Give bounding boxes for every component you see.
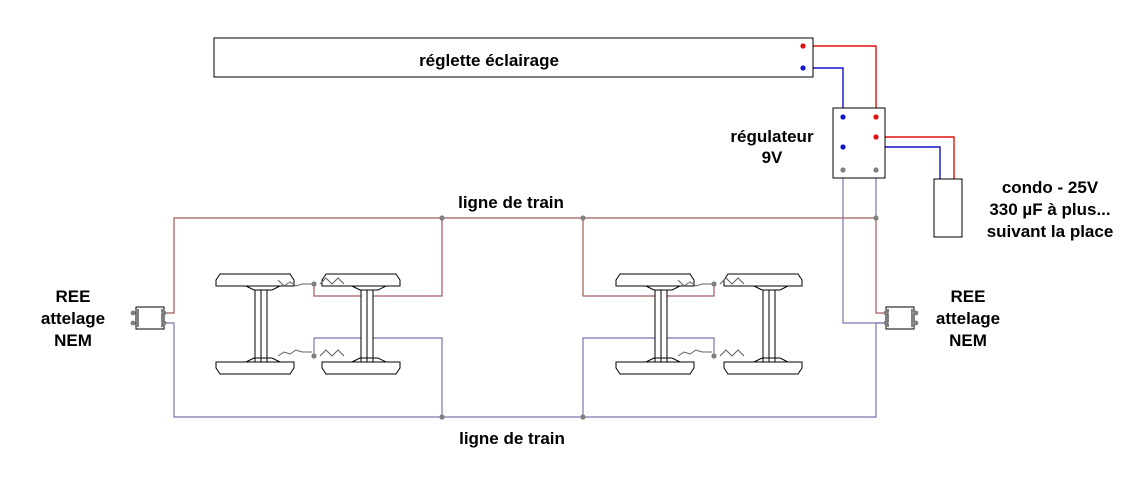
train-line-top-wires <box>163 217 888 314</box>
coupler-right-label-line3: NEM <box>949 331 987 350</box>
coupler-right-contact-bottom <box>883 320 889 326</box>
regulator: régulateur 9V <box>730 107 886 179</box>
bogie-right-wiper-top <box>677 279 712 287</box>
capacitor: condo - 25V 330 µF à plus... suivant la … <box>933 178 1114 241</box>
lighting-strip-body <box>213 37 814 78</box>
regulator-label-line2: 9V <box>762 148 783 167</box>
lighting-strip-negative-terminal <box>800 65 806 71</box>
bogie-right-axle-2 <box>723 273 803 375</box>
junction-nodes <box>311 215 879 420</box>
regulator-label-line1: régulateur <box>730 127 814 146</box>
regulator-out-negative <box>840 114 846 120</box>
bogie-left-wiper-bottom <box>277 349 312 357</box>
coupler-right-body <box>885 306 915 330</box>
bogie-left <box>215 273 401 375</box>
bogie-left-axle-1 <box>215 273 295 375</box>
regulator-out-positive <box>873 114 879 120</box>
coupler-right-label-line2: attelage <box>936 309 1000 328</box>
coupler-left-contact-top <box>130 310 136 316</box>
coupler-right-contact-top <box>883 310 889 316</box>
coupler-left-label-line2: attelage <box>41 309 105 328</box>
regulator-in-a <box>840 167 846 173</box>
positive-wires <box>803 45 955 179</box>
train-line-top-label: ligne de train <box>458 193 564 212</box>
bogie-left-wiper-top <box>277 279 312 287</box>
coupler-left: REE attelage NEM <box>41 287 167 350</box>
capacitor-body <box>933 178 963 238</box>
regulator-cap-positive <box>873 134 879 140</box>
capacitor-label-line2: 330 µF à plus... <box>989 200 1110 219</box>
coupler-right-label-line1: REE <box>951 287 986 306</box>
train-line-bottom-label: ligne de train <box>459 429 565 448</box>
lighting-strip: réglette éclairage <box>213 37 814 78</box>
lighting-strip-positive-terminal <box>800 43 806 49</box>
bogie-left-axle-2 <box>321 273 401 375</box>
coupler-left-label-line1: REE <box>56 287 91 306</box>
coupler-left-label-line3: NEM <box>54 331 92 350</box>
regulator-cap-negative <box>840 144 846 150</box>
capacitor-label-line1: condo - 25V <box>1002 178 1099 197</box>
bogie-right-axle-1 <box>615 273 695 375</box>
coupler-left-contact-bottom <box>130 320 136 326</box>
coupler-left-body <box>135 306 165 330</box>
regulator-in-b <box>873 167 879 173</box>
lighting-strip-label: réglette éclairage <box>419 51 559 70</box>
regulator-body <box>832 107 886 179</box>
capacitor-label-line3: suivant la place <box>987 222 1114 241</box>
train-line-bottom-wires <box>163 170 888 418</box>
bogie-right <box>615 273 803 375</box>
bogie-right-wiper-bottom <box>677 349 712 357</box>
coupler-right: REE attelage NEM <box>883 287 1000 350</box>
